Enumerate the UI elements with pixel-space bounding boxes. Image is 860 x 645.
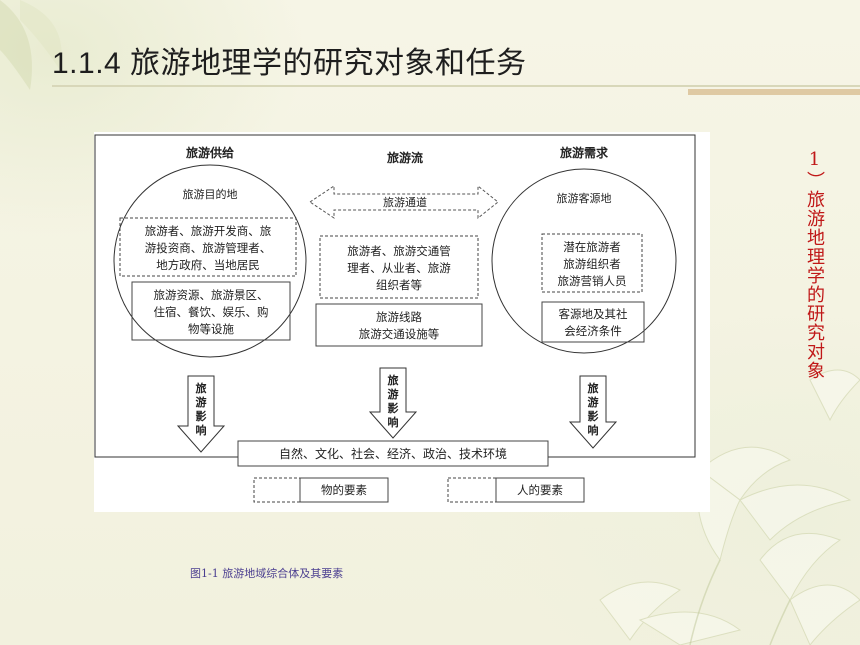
demand-things-line: 会经济条件: [564, 324, 622, 338]
demand-people-line: 旅游组织者: [563, 257, 621, 271]
flow-things-box: [315, 303, 483, 347]
destination-circle: [113, 164, 307, 358]
supply-things-line: 物等设施: [188, 322, 234, 336]
demand-influence-arrow: [568, 375, 618, 449]
accent-bar: [688, 89, 860, 95]
supply-influence-char: 旅: [196, 381, 207, 395]
demand-header: 旅游需求: [560, 145, 609, 160]
legend-things-box: [299, 477, 389, 503]
flow-header: 旅游流: [387, 150, 423, 165]
supply-people-line: 旅游者、旅游开发商、旅: [145, 224, 272, 238]
demand-things-box: [541, 301, 645, 343]
flow-influence-char: 响: [388, 415, 399, 429]
tourism-complex-diagram: 旅游供给 旅游流 旅游需求 旅游目的地 旅游客源地 旅游者、旅游开发商、旅 游投…: [94, 132, 710, 512]
flow-people-line: 组织者等: [376, 278, 422, 292]
supply-things-line: 住宿、餐饮、娱乐、购: [154, 305, 269, 319]
environment-label: 自然、文化、社会、经济、政治、技术环境: [279, 446, 507, 461]
supply-things-line: 旅游资源、旅游景区、: [154, 288, 269, 302]
legend-things-label: 物的要素: [321, 483, 367, 497]
supply-influence-arrow: [176, 375, 226, 453]
demand-influence-char: 影: [588, 409, 599, 423]
title-divider: [52, 85, 860, 87]
flow-things-line: 旅游线路: [376, 310, 422, 324]
flow-things-line: 旅游交通设施等: [359, 327, 440, 341]
demand-influence-char: 旅: [588, 381, 599, 395]
supply-influence-char: 响: [196, 423, 207, 437]
demand-people-line: 旅游营销人员: [558, 274, 627, 288]
environment-box: [237, 440, 549, 467]
supply-people-line: 游投资商、旅游管理者、: [145, 241, 272, 255]
demand-things-line: 客源地及其社: [559, 307, 628, 321]
flow-people-line: 理者、从业者、旅游: [347, 261, 451, 275]
demand-people-line: 潜在旅游者: [563, 240, 621, 254]
supply-influence-char: 游: [196, 395, 207, 409]
supply-people-box: [119, 217, 297, 277]
flow-influence-char: 游: [388, 387, 399, 401]
supply-header: 旅游供给: [186, 145, 234, 160]
supply-influence-char: 影: [196, 409, 207, 423]
origin-circle: [491, 168, 677, 354]
origin-label: 旅游客源地: [557, 191, 612, 205]
flow-influence-arrow: [368, 367, 418, 439]
side-title: 1）旅游地理学的研究对象: [804, 149, 825, 380]
demand-people-box: [541, 233, 643, 293]
flow-people-line: 旅游者、旅游交通管: [347, 244, 451, 258]
diagram-svg: 旅游供给 旅游流 旅游需求 旅游目的地 旅游客源地 旅游者、旅游开发商、旅 游投…: [94, 132, 710, 512]
supply-people-line: 地方政府、当地居民: [156, 258, 260, 272]
figure-caption: 图1-1 旅游地域综合体及其要素: [190, 567, 344, 580]
demand-influence-char: 响: [588, 423, 599, 437]
legend-people-label: 人的要素: [517, 483, 563, 497]
page-title: 1.1.4 旅游地理学的研究对象和任务: [52, 47, 527, 80]
flow-influence-char: 影: [388, 401, 399, 415]
demand-influence-char: 游: [588, 395, 599, 409]
flow-influence-char: 旅: [388, 373, 399, 387]
channel-label: 旅游通道: [383, 195, 427, 209]
supply-things-box: [131, 281, 291, 341]
destination-label: 旅游目的地: [183, 187, 238, 201]
legend-people-box: [495, 477, 585, 503]
